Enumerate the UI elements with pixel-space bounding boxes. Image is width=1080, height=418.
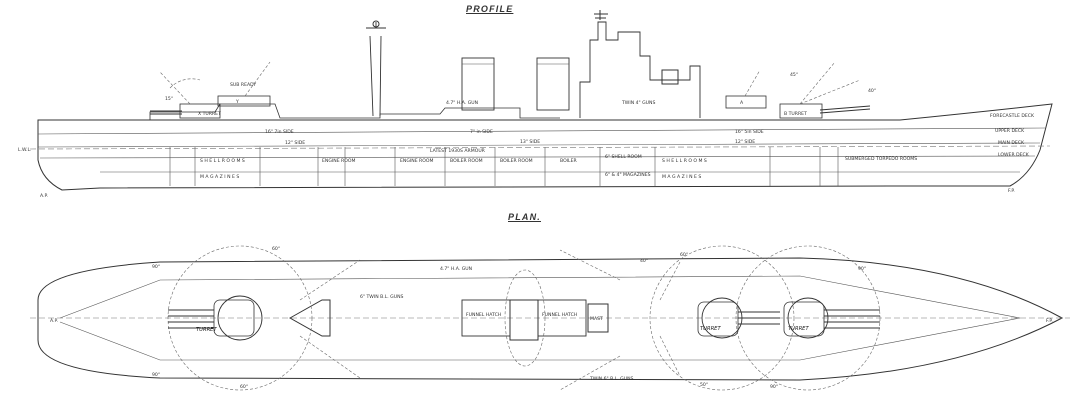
turret-a-plan xyxy=(735,245,881,391)
label-deg-90-c: 90° xyxy=(770,384,778,390)
plan-title: PLAN. xyxy=(508,212,541,222)
label-funnel-hatch-1: FUNNEL HATCH xyxy=(466,312,501,318)
fore-mast xyxy=(594,10,608,20)
label-belt-16: 16" 7in SIDE xyxy=(265,129,294,135)
label-belt-16b: 16" 5in SIDE xyxy=(735,129,764,135)
label-fp: F.P. xyxy=(1008,188,1015,194)
label-upper-deck: UPPER DECK xyxy=(995,128,1025,134)
label-deg-60-a: 60° xyxy=(272,246,280,252)
plan-hull-outline xyxy=(37,257,1064,381)
arc-aft xyxy=(169,78,201,89)
label-ap: A.P. xyxy=(40,193,48,199)
label-belt-7: 7" in SIDE xyxy=(470,129,493,135)
label-belt-12: 12" SIDE xyxy=(285,140,305,146)
plan-view: TURRET TURRET TURRET FUNNEL HATCH FUNNEL… xyxy=(30,245,1070,391)
label-belt-12b: 12" SIDE xyxy=(735,139,755,145)
b-turret-profile xyxy=(725,95,767,109)
label-magazines-aft: M A G A Z I N E S xyxy=(200,174,239,180)
label-y-turret: Y xyxy=(235,99,239,105)
y-turret-profile xyxy=(217,95,271,107)
main-mast xyxy=(366,22,386,117)
label-magazines-fwd: M A G A Z I N E S xyxy=(662,174,701,180)
label-six-in-shell-room: 6" SHELL ROOM xyxy=(605,154,642,160)
director xyxy=(661,69,679,85)
label-mast: MAST xyxy=(590,316,603,322)
label-deg-40: 40° xyxy=(868,88,876,94)
label-six-in-magazines: 6" & 4" MAGAZINES xyxy=(605,172,651,178)
fwd-guns xyxy=(819,105,871,114)
profile-title: PROFILE xyxy=(466,4,514,14)
bulkheads xyxy=(169,147,839,186)
label-ap-plan: A.P. xyxy=(50,318,58,324)
label-lwl: L.W.L. xyxy=(18,147,32,153)
upper-deck-line xyxy=(37,127,1046,135)
bridge-tower xyxy=(579,21,701,118)
label-forecastle-deck: FORECASTLE DECK xyxy=(990,113,1035,119)
label-torpedo-rooms: SUBMERGED TORPEDO ROOMS xyxy=(845,156,917,162)
label-deck-note: LATEST 1930S ARMOUR xyxy=(430,148,486,154)
arc-a-turret xyxy=(735,245,881,391)
label-six-in-guns-plan: 6" TWIN B.L. GUNS xyxy=(360,294,404,300)
label-aa-gun: 4.7" H.A. GUN xyxy=(446,100,478,106)
label-deg-40-plan: 40° xyxy=(640,258,648,264)
label-deg-90-a: 90° xyxy=(152,264,160,270)
label-a-turret: A xyxy=(740,100,744,106)
label-b-turret: B TURRET xyxy=(784,111,807,117)
label-deg-60-b: 60° xyxy=(240,384,248,390)
aft-superstructure xyxy=(149,103,560,120)
label-deg-90-b: 90° xyxy=(152,372,160,378)
label-boiler-room-3: BOILER xyxy=(560,158,578,164)
label-turret-b: TURRET xyxy=(700,326,721,332)
waterline xyxy=(29,145,1051,150)
superstructure-block xyxy=(509,299,539,341)
label-twin-guns-plan: TWIN 6" B.L. GUNS xyxy=(589,376,634,382)
arc-aft-turret xyxy=(167,245,313,391)
arc-b-turret xyxy=(649,245,795,391)
label-x-turret: X TURRET xyxy=(198,111,221,117)
mast-block xyxy=(587,303,609,333)
label-engine-room-1: ENGINE ROOM xyxy=(322,158,355,164)
label-lower-deck: LOWER DECK xyxy=(998,152,1030,158)
profile-view: FORECASTLE DECK UPPER DECK MAIN DECK LOW… xyxy=(18,10,1053,199)
label-shell-rooms-aft: S H E L L R O O M S xyxy=(200,158,245,164)
label-aa-gun-plan: 4.7" H.A. GUN xyxy=(440,266,472,272)
label-twin-guns: TWIN 4" GUNS xyxy=(621,100,655,106)
label-turret-a: TURRET xyxy=(788,326,809,332)
label-deg-50-plan: 50° xyxy=(700,382,708,388)
label-deg-60-c: 60° xyxy=(680,252,688,258)
label-shell-rooms-fwd: S H E L L R O O M S xyxy=(662,158,707,164)
main-deck-line xyxy=(37,142,1041,148)
aft-guns xyxy=(150,110,182,115)
secondary-arcs xyxy=(299,249,681,391)
turret-aft-plan xyxy=(167,245,313,391)
a-turret-profile xyxy=(779,103,823,119)
mast-top xyxy=(372,20,380,28)
label-belt-13: 13" SIDE xyxy=(520,139,540,145)
label-deg-90-d: 90° xyxy=(858,266,866,272)
label-deg-45: 45° xyxy=(790,72,798,78)
label-sub-ready: SUB READY xyxy=(230,82,256,88)
fore-funnel xyxy=(536,57,570,111)
label-main-deck: MAIN DECK xyxy=(998,140,1025,146)
label-turret-aft: TURRET xyxy=(196,327,217,333)
hull-outline xyxy=(37,103,1053,191)
aft-funnel xyxy=(461,57,495,111)
label-funnel-hatch-2: FUNNEL HATCH xyxy=(542,312,577,318)
lower-deck-line xyxy=(39,155,1036,159)
label-deg-15-aft: 15° xyxy=(165,96,173,102)
label-boiler-room-2: BOILER ROOM xyxy=(500,158,533,164)
label-boiler-room-1: BOILER ROOM xyxy=(450,158,483,164)
arc-rays-profile xyxy=(159,61,861,105)
label-fp-plan: F.P. xyxy=(1046,318,1053,324)
turret-b-plan xyxy=(649,245,795,391)
quarterdeck-hatch xyxy=(288,299,331,337)
label-engine-room-2: ENGINE ROOM xyxy=(400,158,433,164)
boat-deck xyxy=(504,269,546,367)
